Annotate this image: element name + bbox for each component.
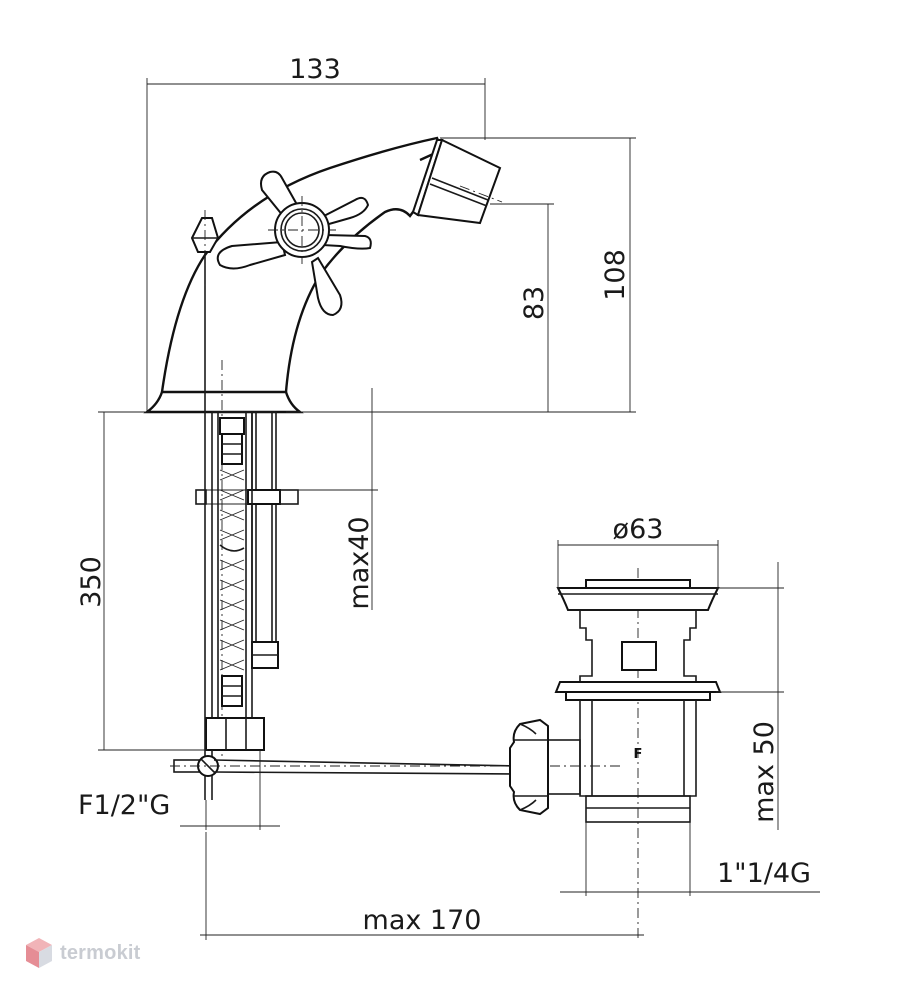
dimension-label-133: 133 xyxy=(289,54,341,85)
dimension-max170: max 170 xyxy=(200,832,644,940)
dimension-depth-350: 350 xyxy=(76,411,208,751)
dimension-label-350: 350 xyxy=(76,556,107,608)
hose-braid-pattern xyxy=(219,469,245,671)
under-basin-assembly xyxy=(195,360,299,760)
dimension-thread-left: F1/2"G xyxy=(78,750,280,830)
dimension-label-108: 108 xyxy=(600,249,631,301)
dimension-label-max40: max40 xyxy=(344,516,375,609)
popup-rod xyxy=(170,300,620,800)
dimension-max40: max40 xyxy=(286,388,378,610)
waste-valve: F xyxy=(509,568,722,940)
dimension-label-thread-left: F1/2"G xyxy=(78,790,170,821)
cube-logo-icon xyxy=(26,938,52,968)
dimension-width-133: 133 xyxy=(146,54,486,412)
faucet-body xyxy=(143,136,503,414)
watermark: termokit xyxy=(24,936,141,970)
popup-lever xyxy=(190,210,220,300)
dimension-height-108: 108 xyxy=(150,137,636,413)
dimension-thread-right: 1"1/4G xyxy=(560,822,820,896)
waste-mark-letter: F xyxy=(634,747,643,762)
dimension-diameter-63: ø63 xyxy=(557,514,719,588)
dimension-label-diameter: ø63 xyxy=(613,514,664,545)
dimension-label-max170: max 170 xyxy=(363,905,482,936)
dimension-label-83: 83 xyxy=(519,286,550,320)
watermark-text: termokit xyxy=(60,941,141,964)
dimension-label-max50: max 50 xyxy=(749,721,780,823)
dimension-height-83: 83 xyxy=(490,203,554,412)
dimension-label-thread-right: 1"1/4G xyxy=(717,858,811,889)
dimension-max50: max 50 xyxy=(690,562,784,830)
cross-handle xyxy=(216,170,372,317)
